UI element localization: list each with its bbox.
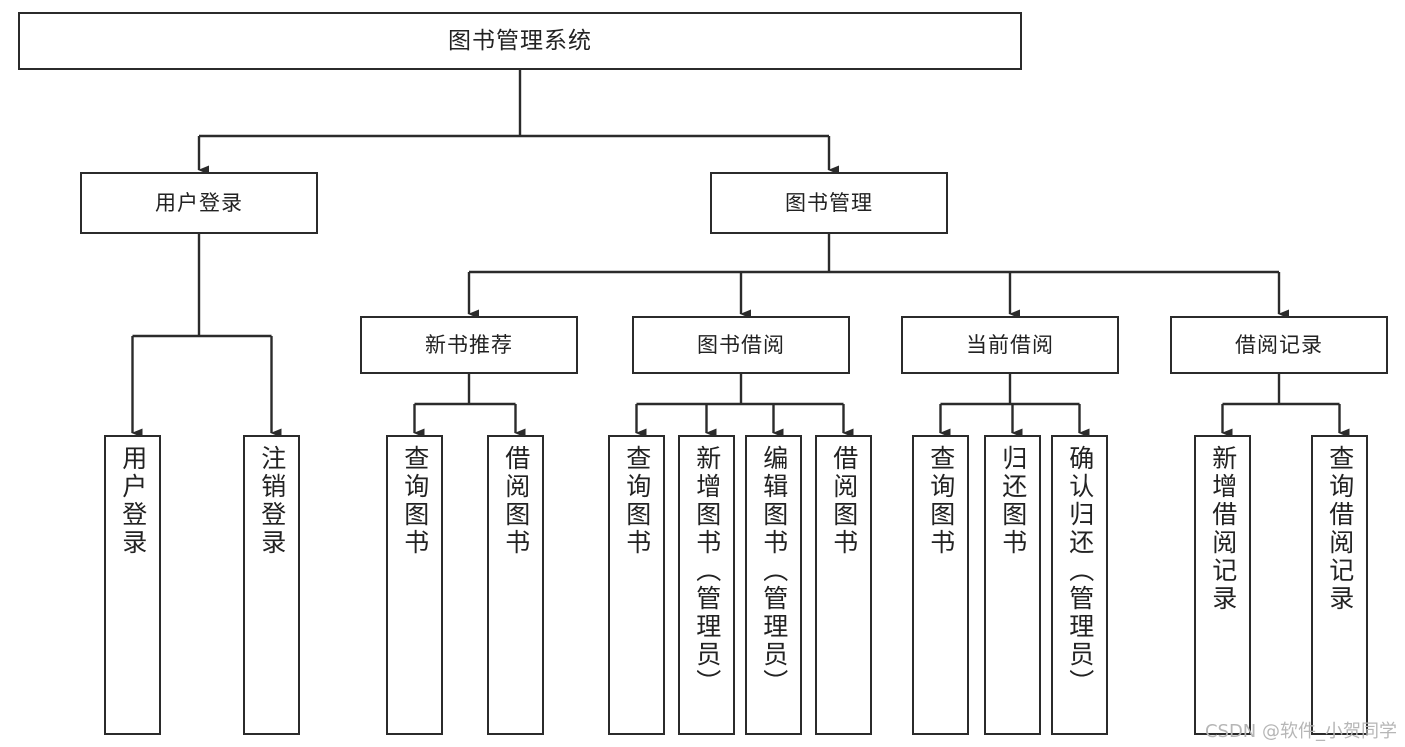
node-label: 确认归还（管理员） [1065,445,1095,697]
node-leaf-add-record[interactable]: 新增借阅记录 [1194,435,1251,735]
node-current-borrow[interactable]: 当前借阅 [901,316,1119,374]
node-book-borrow[interactable]: 图书借阅 [632,316,850,374]
node-leaf-edit-book[interactable]: 编辑图书（管理员） [745,435,802,735]
node-label: 归还图书 [998,445,1028,557]
node-root[interactable]: 图书管理系统 [18,12,1022,70]
node-label: 借阅图书 [829,445,859,557]
node-label: 借阅记录 [1235,332,1323,357]
node-label: 图书管理 [785,190,873,215]
node-leaf-query-book-2[interactable]: 查询图书 [608,435,665,735]
node-label: 新增图书（管理员） [692,445,722,697]
node-leaf-add-book[interactable]: 新增图书（管理员） [678,435,735,735]
node-leaf-return-book[interactable]: 归还图书 [984,435,1041,735]
node-leaf-logout[interactable]: 注销登录 [243,435,300,735]
node-label: 查询借阅记录 [1325,445,1355,613]
node-label: 图书管理系统 [448,27,592,54]
node-label: 新书推荐 [425,332,513,357]
node-label: 用户登录 [118,445,148,557]
node-leaf-user-login[interactable]: 用户登录 [104,435,161,735]
node-leaf-confirm-return[interactable]: 确认归还（管理员） [1051,435,1108,735]
node-leaf-query-book-1[interactable]: 查询图书 [386,435,443,735]
node-label: 查询图书 [400,445,430,557]
node-label: 当前借阅 [966,332,1054,357]
node-book-manage[interactable]: 图书管理 [710,172,948,234]
node-label: 图书借阅 [697,332,785,357]
node-label: 注销登录 [257,445,287,557]
node-leaf-query-record[interactable]: 查询借阅记录 [1311,435,1368,735]
node-label: 用户登录 [155,190,243,215]
node-label: 查询图书 [622,445,652,557]
node-leaf-borrow-book-1[interactable]: 借阅图书 [487,435,544,735]
node-label: 借阅图书 [501,445,531,557]
node-leaf-borrow-book-2[interactable]: 借阅图书 [815,435,872,735]
node-label: 新增借阅记录 [1208,445,1238,613]
node-label: 查询图书 [926,445,956,557]
node-user-login[interactable]: 用户登录 [80,172,318,234]
node-borrow-record[interactable]: 借阅记录 [1170,316,1388,374]
node-label: 编辑图书（管理员） [759,445,789,697]
node-new-book-recommend[interactable]: 新书推荐 [360,316,578,374]
node-leaf-query-book-3[interactable]: 查询图书 [912,435,969,735]
